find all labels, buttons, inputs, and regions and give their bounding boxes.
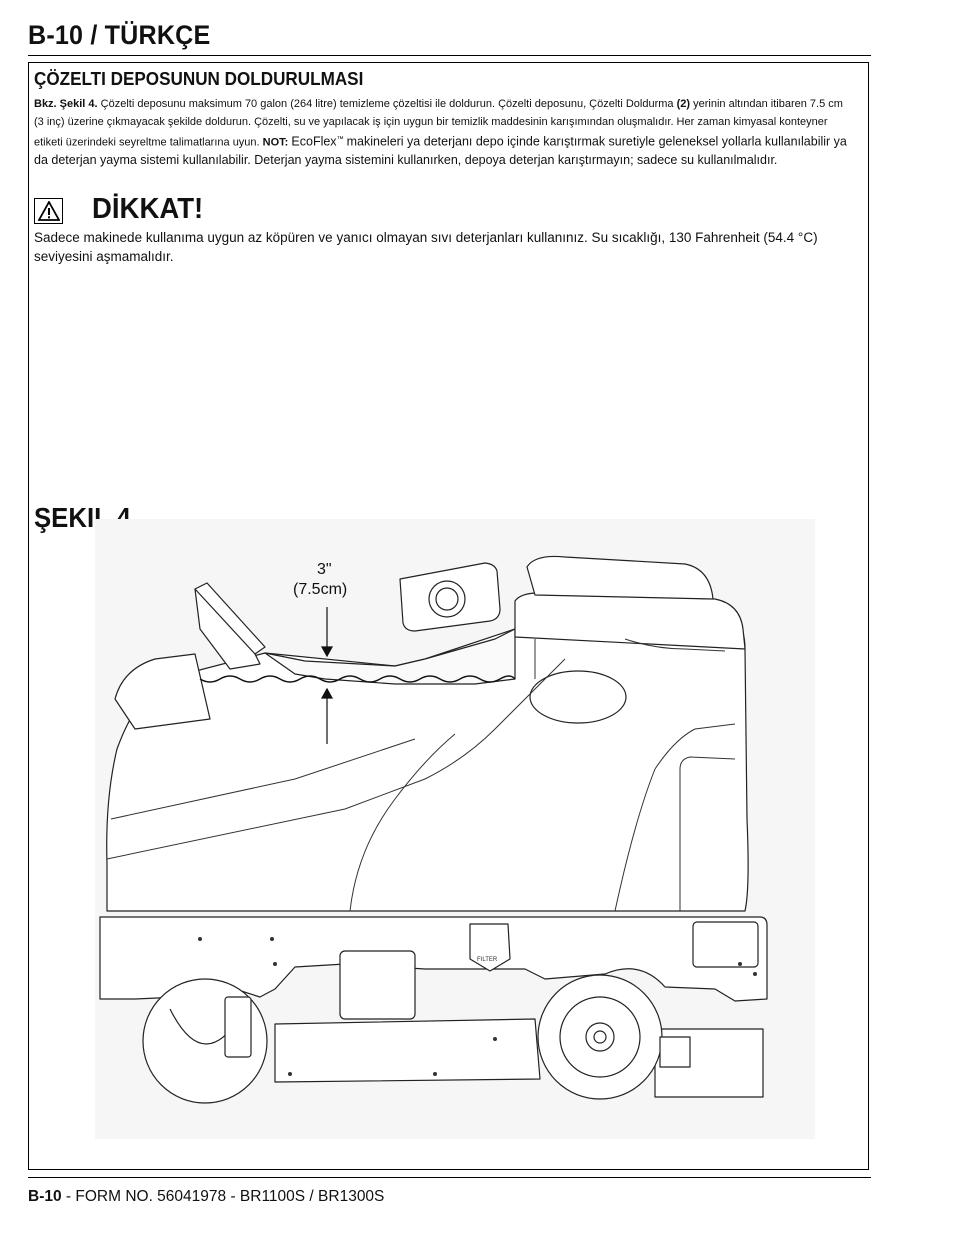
section-heading: ÇÖZELTI DEPOSUNUN DOLDURULMASI	[34, 69, 364, 89]
page-header-title: B-10 / TÜRKÇE	[28, 20, 211, 50]
page-footer: B-10 - FORM NO. 56041978 - BR1100S / BR1…	[28, 1188, 384, 1206]
footer-page-number: B-10	[28, 1188, 62, 1205]
trademark-symbol: ™	[336, 136, 344, 143]
caution-text: Sadece makinede kullanıma uygun az köpür…	[34, 230, 818, 264]
figure-reference-label: Bkz. Şekil 4.	[34, 98, 98, 110]
fill-text-part-1: Çözelti deposunu maksimum 70 galon (264 …	[100, 98, 674, 110]
scrubber-machine-drawing: 3" (7.5cm) FILTER	[95, 519, 815, 1139]
caution-title: DİKKAT!	[92, 193, 204, 225]
machine-figure: 3" (7.5cm) FILTER	[95, 519, 815, 1139]
note-brand: EcoFlex	[291, 134, 337, 149]
fill-location-number: (2)	[676, 98, 691, 110]
note-text: makineleri ya deterjanı depo içinde karı…	[34, 134, 847, 168]
footer-divider	[28, 1177, 871, 1178]
fill-text-part-2: yerinin altından itibaren 7.5 cm (3 inç)…	[34, 98, 843, 149]
note-label: NOT:	[262, 136, 289, 149]
filter-panel-label: FILTER	[477, 957, 498, 963]
measure-label-cm: (7.5cm)	[293, 581, 347, 598]
warning-triangle-icon	[34, 198, 63, 224]
measure-label-inches: 3"	[317, 561, 332, 578]
caution-icon-box	[34, 194, 63, 228]
footer-form-info: - FORM NO. 56041978 - BR1100S / BR1300S	[61, 1188, 385, 1205]
content-frame	[28, 62, 869, 1170]
fill-instructions-paragraph: Bkz. Şekil 4. Çözelti deposunu maksimum …	[34, 96, 854, 171]
header-divider	[28, 55, 871, 56]
